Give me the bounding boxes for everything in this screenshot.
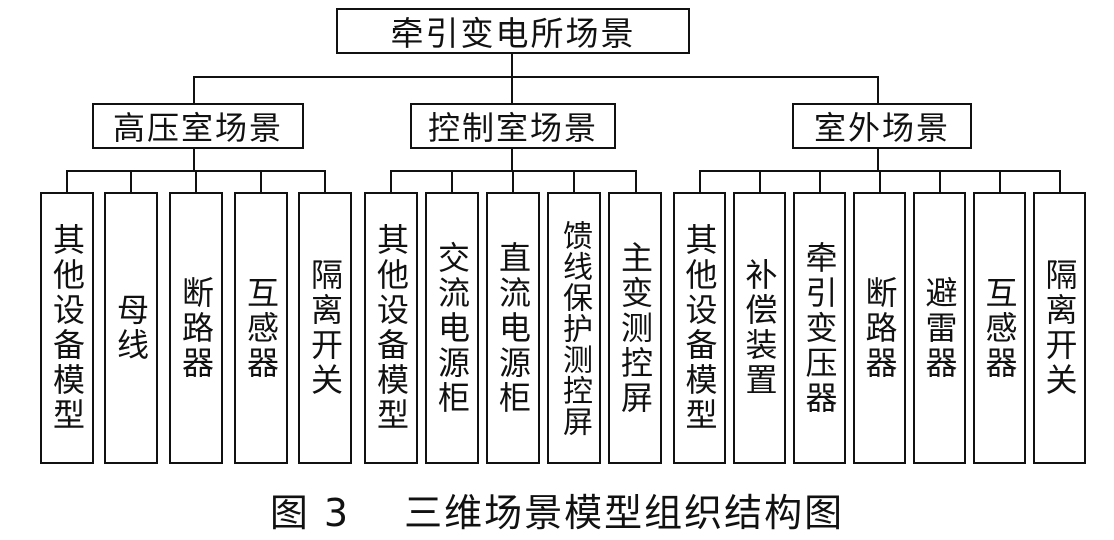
connector (511, 54, 513, 77)
leaf-node: 主变测控屏 (608, 192, 662, 464)
leaf-node: 其他设备模型 (673, 192, 726, 464)
figure-caption: 图 3 三维场景模型组织结构图 (269, 491, 845, 535)
connector (260, 170, 262, 192)
connector (193, 149, 195, 171)
leaf-node: 隔离开关 (1033, 192, 1086, 464)
category-node-control-room: 控制室场景 (410, 103, 616, 149)
root-node-label: 牵引变电所场景 (390, 14, 636, 53)
connector (451, 170, 453, 192)
leaf-label: 隔离开关 (1040, 258, 1079, 398)
connector (195, 170, 197, 192)
category-label: 高压室场景 (112, 109, 283, 147)
leaf-node: 补偿装置 (733, 192, 786, 464)
leaf-node: 馈线保护测控屏 (547, 192, 601, 464)
root-node: 牵引变电所场景 (336, 8, 690, 54)
leaf-label: 其他设备模型 (680, 223, 719, 433)
category-label: 室外场景 (813, 109, 950, 147)
connector (819, 170, 821, 192)
leaf-node: 互感器 (234, 192, 288, 464)
connector (999, 170, 1001, 192)
connector (699, 170, 701, 192)
leaf-node: 其他设备模型 (40, 192, 94, 464)
leaf-label: 交流电源柜 (433, 240, 471, 416)
connector (66, 170, 68, 192)
connector (877, 76, 879, 104)
leaf-label: 补偿装置 (740, 258, 779, 398)
leaf-node: 断路器 (853, 192, 906, 464)
connector (324, 170, 326, 192)
leaf-label: 避雷器 (920, 275, 959, 381)
leaf-label: 主变测控屏 (616, 240, 654, 416)
leaf-node: 断路器 (169, 192, 223, 464)
connector (879, 170, 881, 192)
category-node-outdoor: 室外场景 (792, 103, 972, 149)
connector (573, 170, 575, 192)
leaf-node: 互感器 (973, 192, 1026, 464)
leaf-label: 其他设备模型 (48, 223, 86, 433)
leaf-node: 避雷器 (913, 192, 966, 464)
leaf-label: 互感器 (980, 275, 1019, 381)
leaf-label: 隔离开关 (306, 258, 344, 398)
connector (635, 170, 637, 192)
connector (193, 76, 879, 78)
leaf-label: 断路器 (177, 275, 215, 381)
leaf-label: 其他设备模型 (372, 223, 410, 433)
connector (759, 170, 761, 192)
connector (511, 76, 513, 104)
connector (1059, 170, 1061, 192)
leaf-node: 交流电源柜 (425, 192, 479, 464)
leaf-node: 牵引变压器 (793, 192, 846, 464)
leaf-label: 牵引变压器 (800, 240, 839, 416)
leaf-label: 直流电源柜 (494, 240, 532, 416)
leaf-label: 互感器 (242, 275, 280, 381)
leaf-node: 其他设备模型 (364, 192, 418, 464)
connector (939, 170, 941, 192)
connector (130, 170, 132, 192)
leaf-node: 直流电源柜 (486, 192, 540, 464)
connector (512, 170, 514, 192)
category-label: 控制室场景 (427, 109, 598, 147)
connector (390, 170, 392, 192)
category-node-high-voltage-room: 高压室场景 (92, 103, 304, 149)
leaf-label: 母线 (112, 293, 150, 363)
leaf-label: 馈线保护测控屏 (557, 219, 592, 437)
connector (193, 76, 195, 104)
leaf-label: 断路器 (860, 275, 899, 381)
connector (511, 149, 513, 171)
leaf-node: 隔离开关 (298, 192, 352, 464)
connector (877, 149, 879, 171)
leaf-node: 母线 (104, 192, 158, 464)
